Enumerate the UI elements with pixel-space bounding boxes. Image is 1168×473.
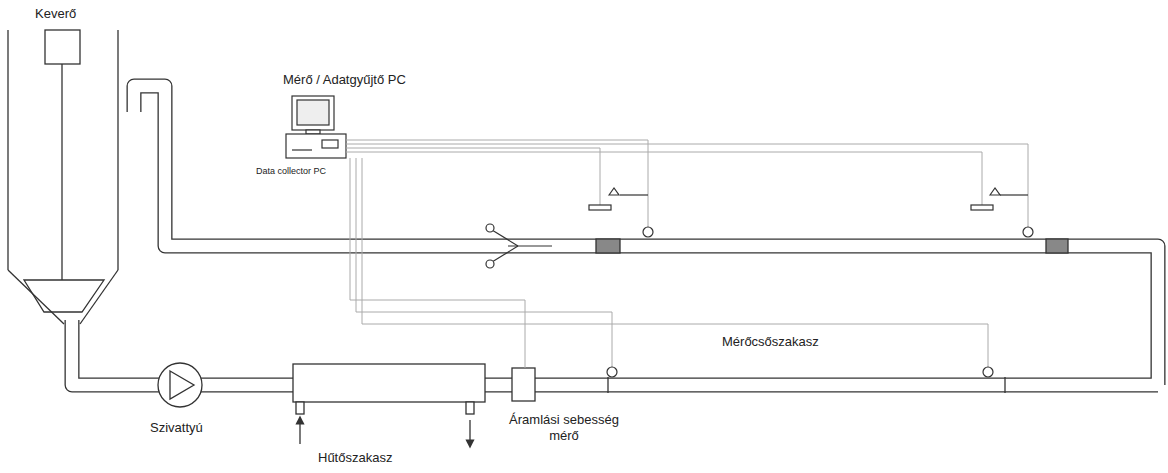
part-label: Keverő [35, 6, 76, 22]
part-label: Hűtőszakasz [318, 450, 392, 466]
pipe-loop [72, 86, 1158, 385]
part-label: Szivattyú [150, 420, 203, 436]
section-label: Mérőcsőszakasz [722, 334, 819, 350]
pc-icon [286, 96, 346, 158]
temperature-sensor [607, 367, 993, 377]
probe-symbol [486, 224, 552, 268]
part-label: Data collector PC [256, 166, 326, 177]
cooler-section [293, 364, 485, 444]
mixer [24, 30, 104, 312]
pump-symbol [158, 363, 202, 407]
part-label: Mérő / Adatgyűjtő PC [283, 72, 406, 88]
signal-wires [346, 140, 1028, 368]
flow-meter [512, 368, 535, 401]
mixing-tank [8, 30, 118, 324]
pipe-joints [596, 239, 1068, 393]
part-label: Áramlási sebesség mérő [494, 412, 634, 445]
pressure-sensor [589, 188, 1033, 237]
